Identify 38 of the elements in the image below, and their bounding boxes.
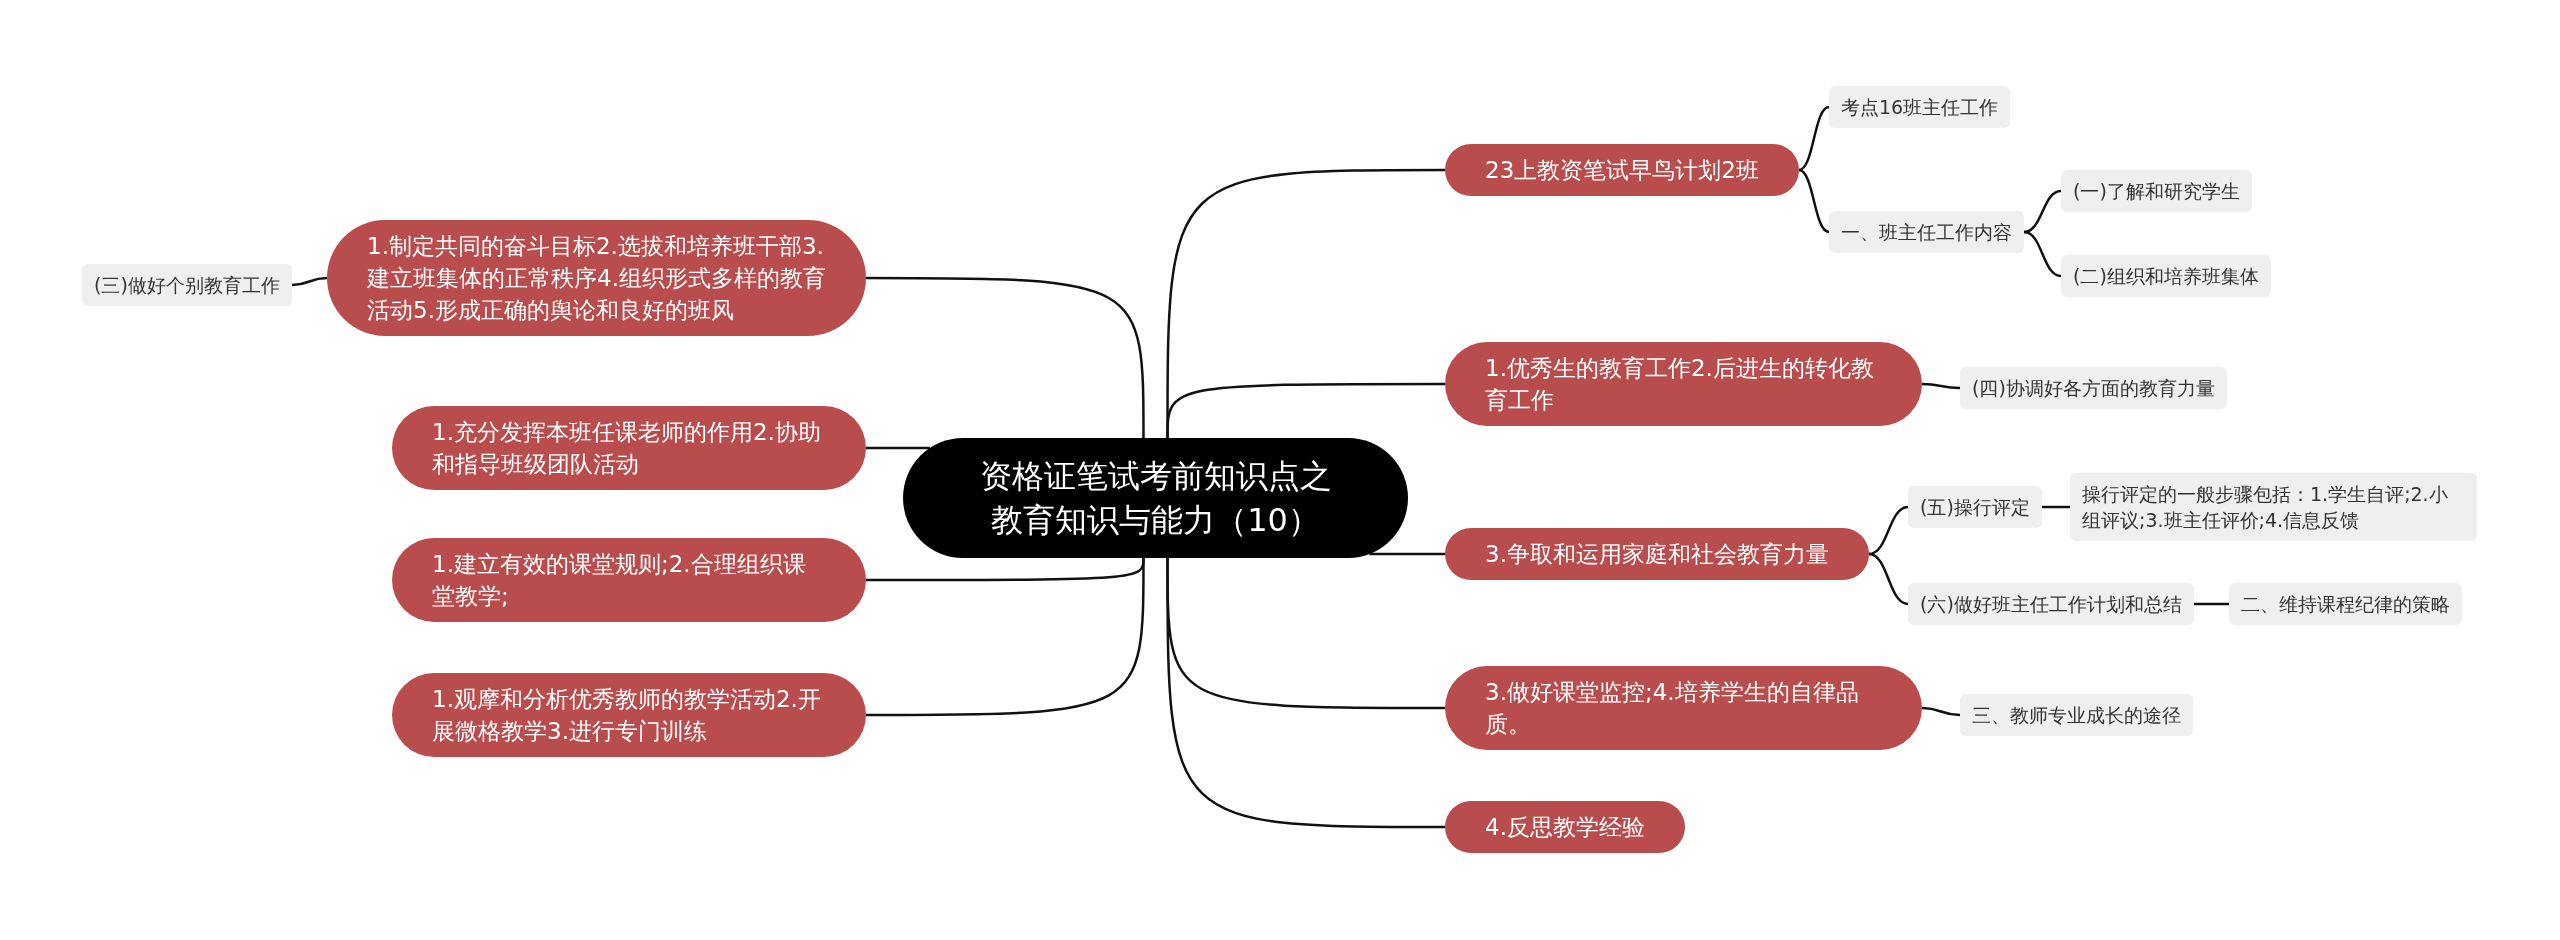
connector-line — [2041, 505, 2070, 509]
topic-pill: 1.优秀生的教育工作2.后进生的转化教育工作 — [1445, 342, 1922, 426]
subtopic-box: (五)操行评定 — [1908, 486, 2042, 528]
connector-line — [1798, 105, 1830, 172]
topic-pill: 1.观摩和分析优秀教师的教学活动2.开展微格教学3.进行专门训练 — [392, 673, 866, 757]
connector-line — [2023, 230, 2062, 278]
connector-line — [1868, 505, 1909, 556]
topic-pill: 4.反思教学经验 — [1445, 801, 1685, 853]
connector-line — [291, 276, 328, 287]
connector-line — [1798, 168, 1830, 234]
subtopic-box: 一、班主任工作内容 — [1829, 211, 2024, 253]
subtopic-box: (二)组织和培养班集体 — [2061, 255, 2271, 297]
connector-line — [1369, 552, 1445, 556]
connector-line — [1921, 706, 1961, 717]
connector-line — [2023, 189, 2062, 234]
central-topic: 资格证笔试考前知识点之教育知识与能力（10） — [903, 438, 1408, 558]
topic-pill: 1.充分发挥本班任课老师的作用2.协助和指导班级团队活动 — [392, 406, 866, 490]
subtopic-box: 操行评定的一般步骤包括：1.学生自评;2.小组评议;3.班主任评价;4.信息反馈 — [2070, 473, 2477, 541]
subtopic-box: 三、教师专业成长的途径 — [1960, 694, 2193, 736]
connector-line — [866, 276, 1145, 438]
connector-line — [1166, 382, 1445, 438]
subtopic-box: 考点16班主任工作 — [1829, 86, 2011, 128]
connector-line — [866, 558, 1145, 717]
connector-line — [866, 446, 930, 450]
connector-line — [1921, 382, 1961, 390]
connector-line — [1166, 558, 1445, 829]
subtopic-box: (六)做好班主任工作计划和总结 — [1908, 583, 2194, 625]
topic-pill: 1.建立有效的课堂规则;2.合理组织课堂教学; — [392, 538, 866, 622]
topic-pill: 3.做好课堂监控;4.培养学生的自律品质。 — [1445, 666, 1922, 750]
subtopic-box: 二、维持课程纪律的策略 — [2229, 583, 2462, 625]
connector-line — [1868, 552, 1909, 606]
subtopic-box: (四)协调好各方面的教育力量 — [1960, 367, 2227, 409]
connector-line — [2193, 602, 2229, 606]
topic-pill: 3.争取和运用家庭和社会教育力量 — [1445, 528, 1869, 580]
topic-pill: 23上教资笔试早鸟计划2班 — [1445, 144, 1799, 196]
subtopic-box: (一)了解和研究学生 — [2061, 170, 2252, 212]
topic-pill: 1.制定共同的奋斗目标2.选拔和培养班干部3.建立班集体的正常秩序4.组织形式多样的教育活动5.形成正确的舆论和良好的班风 — [327, 220, 866, 336]
subtopic-box: (三)做好个别教育工作 — [82, 264, 292, 306]
